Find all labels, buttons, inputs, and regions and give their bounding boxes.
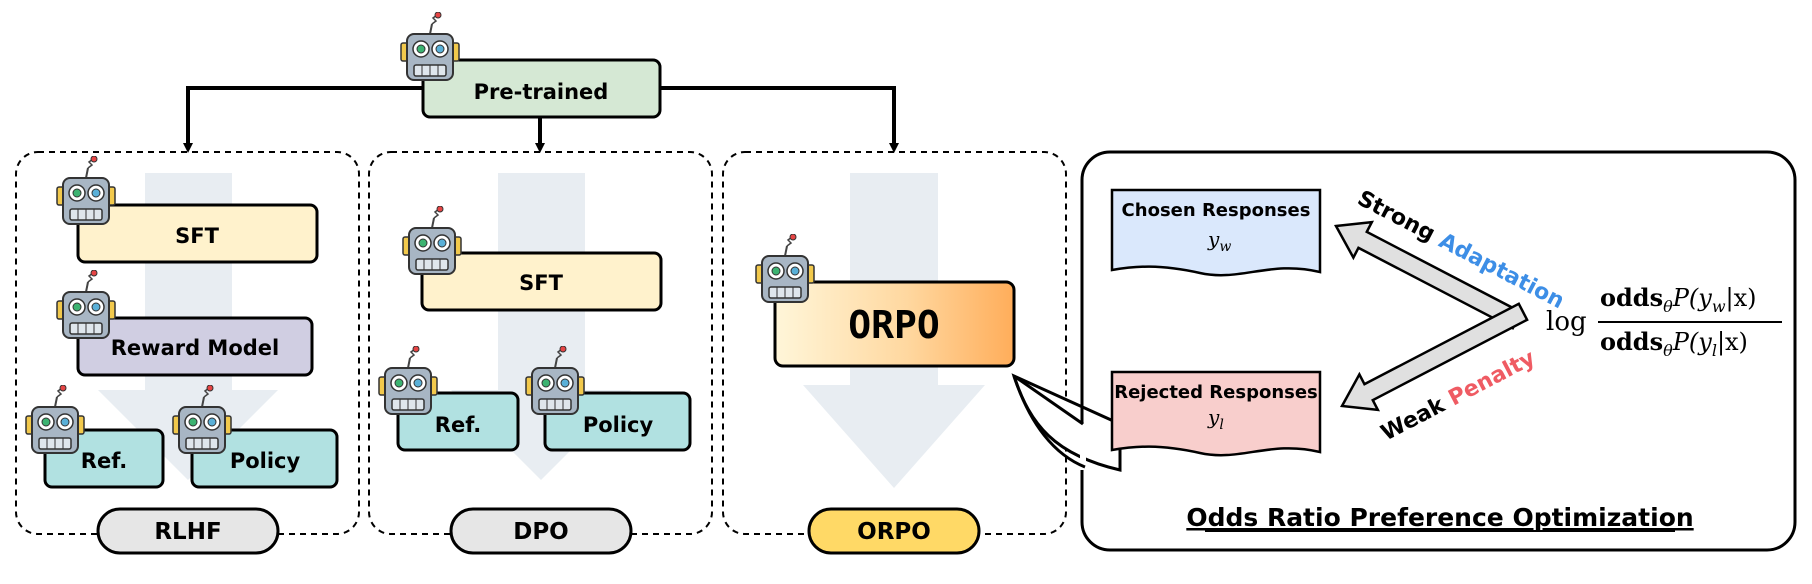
orpo-panel: ORPO ORPO <box>722 151 1122 555</box>
pretrained-label: Pre-trained <box>474 80 609 104</box>
weak-penalty-text: WeakPenalty <box>1377 346 1539 447</box>
num-tail: |x) <box>1726 284 1757 313</box>
dpo-policy-box <box>543 391 692 452</box>
rejected-sub: l <box>1219 417 1223 433</box>
robot-icon <box>56 156 116 225</box>
orpo-model-label: ORPO <box>848 303 940 347</box>
dpo-ref-label: Ref. <box>435 413 481 437</box>
rejected-label: Rejected Responses <box>1114 382 1318 403</box>
robot-icon <box>25 385 85 454</box>
weak-word: Weak <box>1377 392 1450 446</box>
den-theta: θ <box>1663 341 1673 360</box>
dpo-sft-box <box>420 251 663 312</box>
formula-numerator: oddsθP(yw|x) <box>1600 283 1757 316</box>
robot-icon <box>400 12 460 81</box>
formula-log: log <box>1546 307 1587 337</box>
pretrained-box <box>421 58 662 119</box>
chosen-label: Chosen Responses <box>1122 200 1311 221</box>
rlhf-sft-box <box>76 203 319 264</box>
dpo-panel: SFT Ref. Policy DPO <box>368 151 713 555</box>
rlhf-reward-label: Reward Model <box>111 336 279 360</box>
pretrained-connectors <box>183 86 899 153</box>
rlhf-reward-box <box>76 316 314 377</box>
chosen-y: y <box>1207 227 1220 251</box>
pretrained-node: Pre-trained <box>400 12 662 119</box>
weak-penalty-arrow <box>1340 302 1529 412</box>
rlhf-panel: SFT Reward Model Ref. Policy RLHF <box>15 151 360 555</box>
rejected-symbol: yl <box>1207 405 1224 433</box>
dpo-sft-label: SFT <box>519 271 563 295</box>
orpo-pill <box>807 507 981 555</box>
odds-ratio-formula: log oddsθP(yw|x) oddsθP(yl|x) <box>1546 283 1782 360</box>
chosen-responses-doc <box>1110 188 1322 277</box>
num-theta: θ <box>1663 297 1673 316</box>
rlhf-ref-label: Ref. <box>81 449 127 473</box>
rlhf-sft-label: SFT <box>175 224 219 248</box>
rlhf-policy-label: Policy <box>230 449 301 473</box>
robot-icon <box>402 206 462 275</box>
den-tail: |x) <box>1717 328 1748 357</box>
num-odds: odds <box>1600 283 1663 312</box>
orpo-model-box <box>773 280 1016 368</box>
robot-icon <box>378 346 438 415</box>
detail-panel-border <box>1080 150 1797 552</box>
orpo-detail-panel: Chosen Responses yw Rejected Responses y… <box>1012 150 1797 552</box>
den-odds: odds <box>1600 327 1663 356</box>
rejected-responses-doc <box>1110 370 1322 457</box>
robot-icon <box>56 270 116 339</box>
den-p: P(y <box>1672 328 1713 356</box>
rlhf-pill <box>96 507 280 555</box>
dpo-policy-label: Policy <box>583 413 654 437</box>
dpo-pill-label: DPO <box>513 519 569 545</box>
chosen-symbol: yw <box>1207 227 1231 255</box>
chosen-sub: w <box>1219 239 1231 255</box>
formula-denominator: oddsθP(yl|x) <box>1600 327 1748 360</box>
rlhf-pill-label: RLHF <box>154 519 221 545</box>
robot-icon <box>755 234 815 303</box>
dpo-pill <box>449 507 633 555</box>
detail-title: Odds Ratio Preference Optimization <box>1186 503 1693 532</box>
rejected-y: y <box>1207 405 1220 429</box>
rlhf-policy-box <box>190 428 339 489</box>
orpo-pill-label: ORPO <box>857 519 931 545</box>
num-p: P(y <box>1672 284 1713 312</box>
den-sub: l <box>1712 341 1717 360</box>
num-sub: w <box>1712 297 1726 316</box>
